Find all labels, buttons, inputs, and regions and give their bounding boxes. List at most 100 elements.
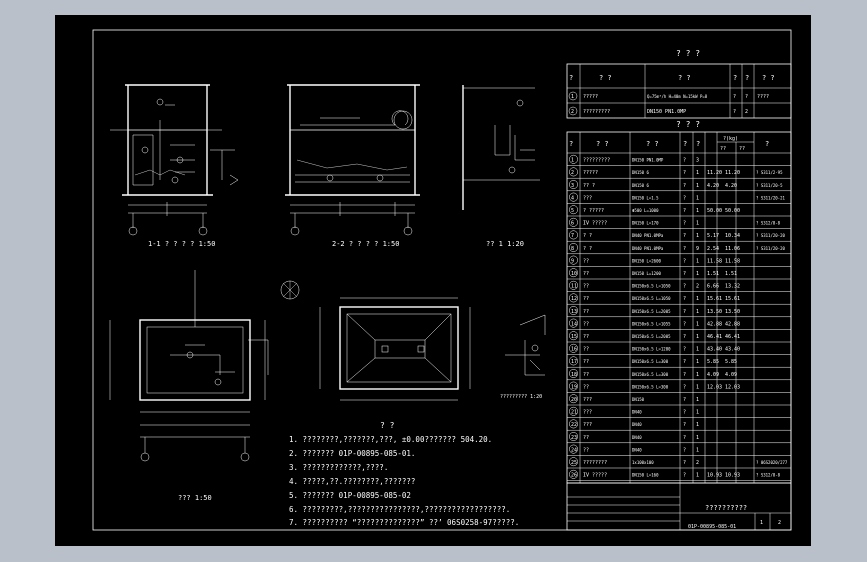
table-cell-spec: DN150 L=170 [632,221,659,226]
table-cell-name: ??? [583,397,592,403]
table-cell-w2: 10.93 [725,473,740,479]
table-cell-u: ? [683,347,686,353]
table-cell-name: ??? [583,422,592,428]
table-row: 1 ????? Q=75m³/h H=40m N=15kW P=8 ? ? ??… [568,91,769,101]
table-cell-q: 1 [696,397,699,403]
item-number-circle [569,419,578,429]
note-6: 6. ?????????,????????????????,??????????… [289,505,510,514]
table-cell-w2: 46.41 [725,334,740,340]
table-cell-w2: 50.00 [725,208,740,214]
table-cell-w2: 10.34 [725,233,740,239]
manhole-cover-symbol [280,280,300,300]
item-number-circle [569,343,578,353]
table-cell-no: 18 [571,372,577,378]
table-cell-no: 9 [571,258,574,264]
project-name: ?????????? [705,504,747,512]
table-cell-q: 1 [696,296,699,302]
table-cell-name: ?? [583,347,589,353]
t2-h-weight: ?(kg) [723,136,738,142]
table-cell-no: 2 [571,170,574,176]
svg-text:????: ???? [757,94,769,100]
table-cell-spec: DN150x6.5 L=1050 [632,284,671,289]
table-cell-u: ? [683,321,686,327]
table-cell-w2: 12.03 [725,384,740,390]
item-number-circle [569,280,578,290]
table-cell-q: 2 [696,284,699,290]
equipment-table: ? ? ? ? ? ? ? ? ? ? ? ? 1 ????? Q=75m³/h… [566,49,792,119]
item-number-circle [569,293,578,303]
table-row: 23??DN40?1 [569,432,699,441]
table-cell-q: 1 [696,170,699,176]
item-number-circle [569,205,578,215]
table-cell-u: ? [683,372,686,378]
table-cell-no: 24 [571,447,577,453]
table-cell-w1: 46.41 [707,334,722,340]
material-table-rows: 1?????????DN150 PN1.0MP?32?????DN150 6?1… [569,154,788,479]
table-cell-spec: DN150x6.5 L=300 [632,359,669,364]
table-cell-u: ? [683,195,686,201]
table-row: 24??DN40?1 [569,444,699,454]
table-row: 2 ????????? DN150 PN1.0MP ? 2 [568,106,748,116]
table-cell-w1: 6.66 [707,284,719,290]
t2-h-qty: ? [696,140,700,148]
item-number-circle [569,255,578,265]
table-cell-q: 1 [696,208,699,214]
item-number-circle [569,457,578,467]
table-cell-w2: 5.85 [725,359,737,365]
section-2-2-title: 2-2 ? ? ? ? 1:50 [332,240,399,248]
table-cell-q: 2 [696,460,699,466]
table-cell-q: 3 [696,158,699,164]
table-cell-no: 20 [571,397,577,403]
table-cell-no: 25 [571,460,577,466]
detail-2-view: ????????? 1:20 [500,314,546,400]
table-cell-u: ? [683,258,686,264]
table-cell-w2: 4.20 [725,183,737,189]
table-cell-name: ??? [583,410,592,416]
table-cell-name: ? ????? [583,208,604,214]
table-cell-q: 1 [696,347,699,353]
page-number: 1 [760,520,763,526]
item-number-circle [569,192,578,202]
table-cell-w1: 10.93 [707,473,722,479]
table-cell-w2: 4.09 [725,372,737,378]
table-row: 20???DN150?1 [569,394,699,404]
table-cell-name: ?? [583,359,589,365]
table-cell-w2: 42.88 [725,321,740,327]
table-cell-spec: DN150 PN1.0MP [632,158,664,163]
detail-1-view: ?? 1 1:20 [462,85,540,248]
table-cell-w1: 15.61 [707,296,722,302]
table-cell-w2: 13.50 [725,309,740,315]
table-cell-w1: 11.20 [707,170,722,176]
section-1-1-title: 1-1 ? ? ? ? 1:50 [148,240,215,248]
section-1-1-view: 1-1 ? ? ? ? 1:50 [110,84,239,248]
material-table-grid [567,165,791,481]
table-cell-u: ? [683,170,686,176]
table-cell-u: ? [683,221,686,227]
table-cell-q: 1 [696,258,699,264]
table-cell-q: 1 [696,422,699,428]
title-block: ?????????? 01P-00895-085-01 1 2 [566,482,792,531]
table-cell-u: ? [683,183,686,189]
table-row: 21???DN40?1 [569,406,699,416]
item-number-circle [569,394,578,404]
table-cell-w1: 5.85 [707,359,719,365]
table-cell-name: ?? [583,296,589,302]
table-cell-no: 14 [571,321,577,327]
item-number-circle [569,154,578,164]
table-cell-name: ?? [583,447,589,453]
table-cell-remark: ? S311/20-20 [756,246,785,251]
table-cell-name: IV ????? [583,473,607,479]
table-cell-spec: DN150 [632,397,645,402]
item-number-circle [569,432,578,441]
svg-text:Q=75m³/h H=40m N=15kW P=8: Q=75m³/h H=40m N=15kW P=8 [647,94,708,99]
table-cell-q: 1 [696,435,699,441]
table-cell-remark: ? S312/8-8 [756,473,781,478]
table-cell-spec: DN40 [632,447,642,452]
